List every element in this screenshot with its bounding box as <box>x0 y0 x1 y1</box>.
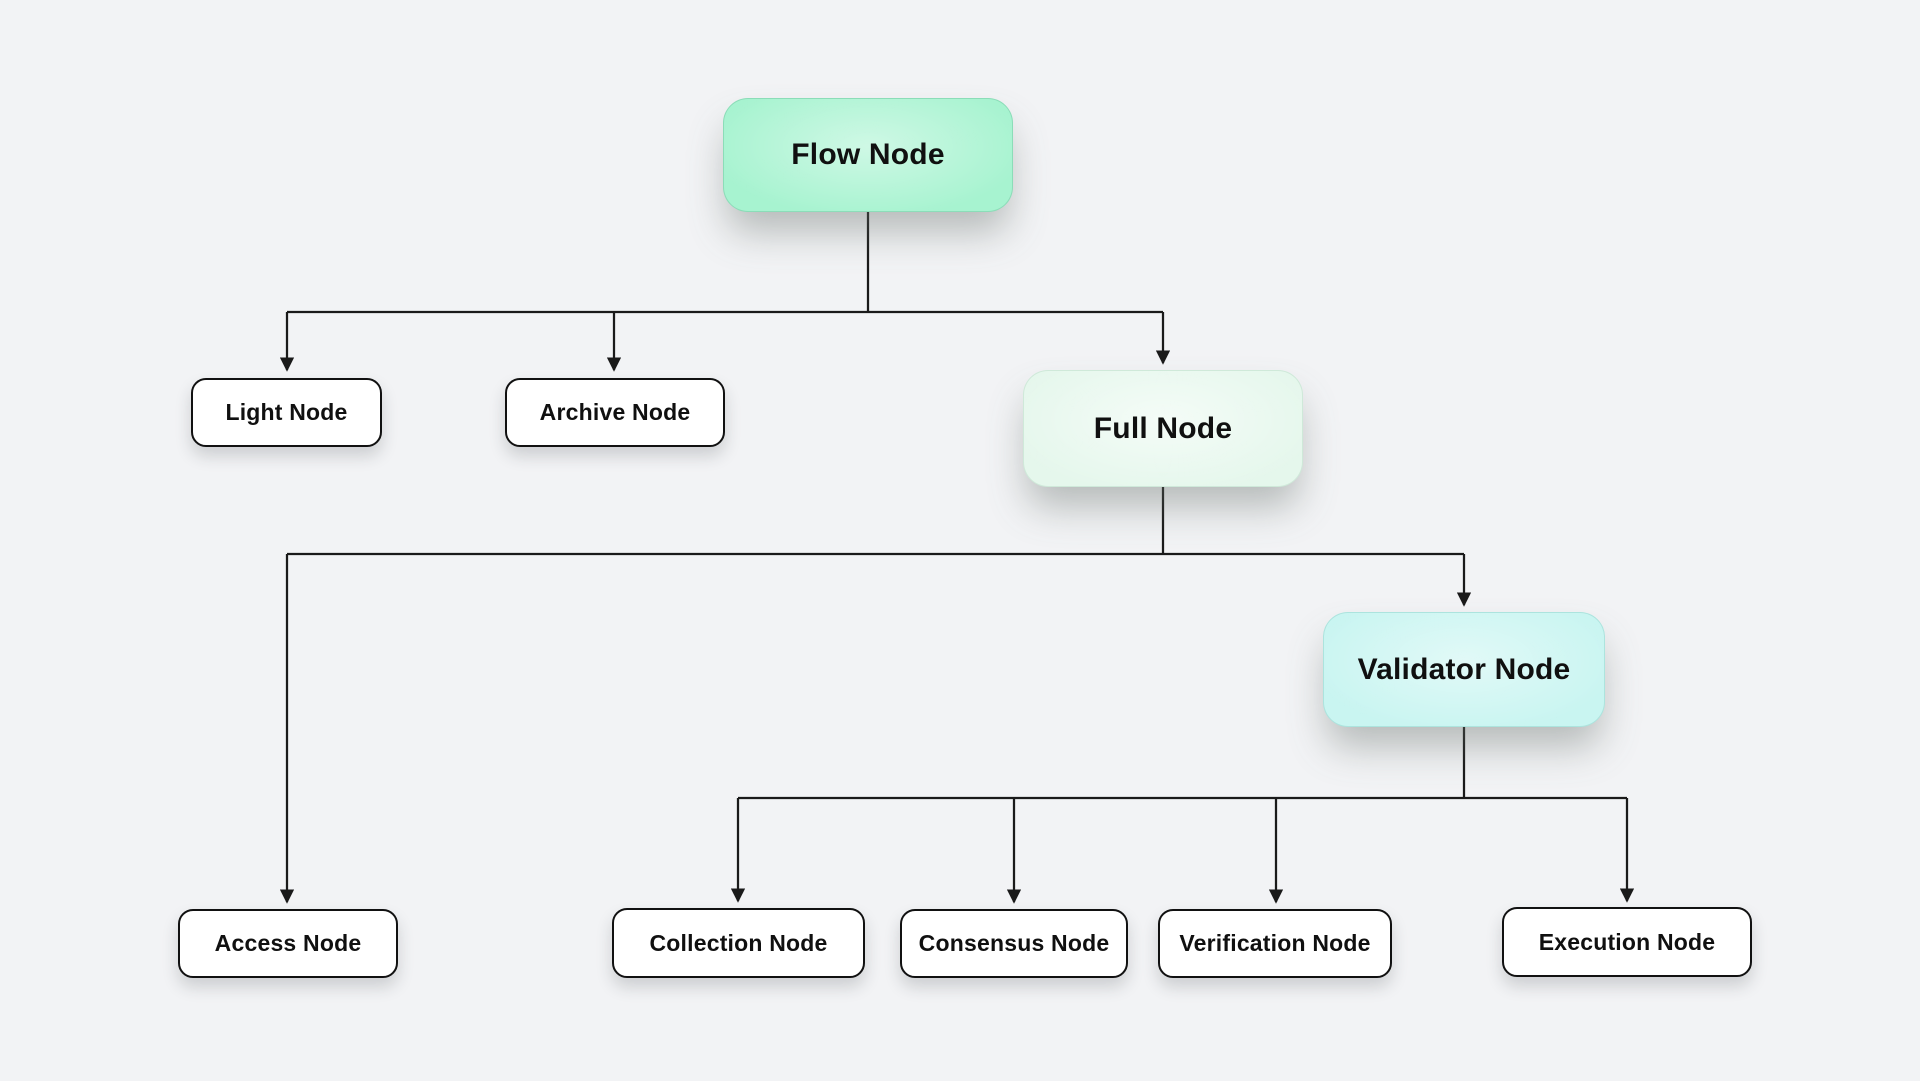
node-execution-label: Execution Node <box>1538 928 1716 955</box>
node-consensus: Consensus Node <box>900 909 1128 978</box>
node-full: Full Node <box>1023 370 1303 487</box>
node-light-label: Light Node <box>225 399 348 425</box>
node-light: Light Node <box>191 378 382 447</box>
node-execution: Execution Node <box>1502 907 1752 977</box>
node-collection: Collection Node <box>612 908 865 978</box>
node-archive-label: Archive Node <box>539 399 691 425</box>
node-validator-label: Validator Node <box>1357 652 1571 686</box>
node-verification: Verification Node <box>1158 909 1392 978</box>
node-access-label: Access Node <box>214 930 362 956</box>
node-collection-label: Collection Node <box>649 929 828 956</box>
node-flow-label: Flow Node <box>791 138 945 171</box>
node-access: Access Node <box>178 909 398 978</box>
node-flow: Flow Node <box>723 98 1013 212</box>
node-full-label: Full Node <box>1093 411 1233 445</box>
node-verification-label: Verification Node <box>1179 930 1371 956</box>
node-consensus-label: Consensus Node <box>918 930 1110 956</box>
node-archive: Archive Node <box>505 378 725 447</box>
node-validator: Validator Node <box>1323 612 1605 727</box>
